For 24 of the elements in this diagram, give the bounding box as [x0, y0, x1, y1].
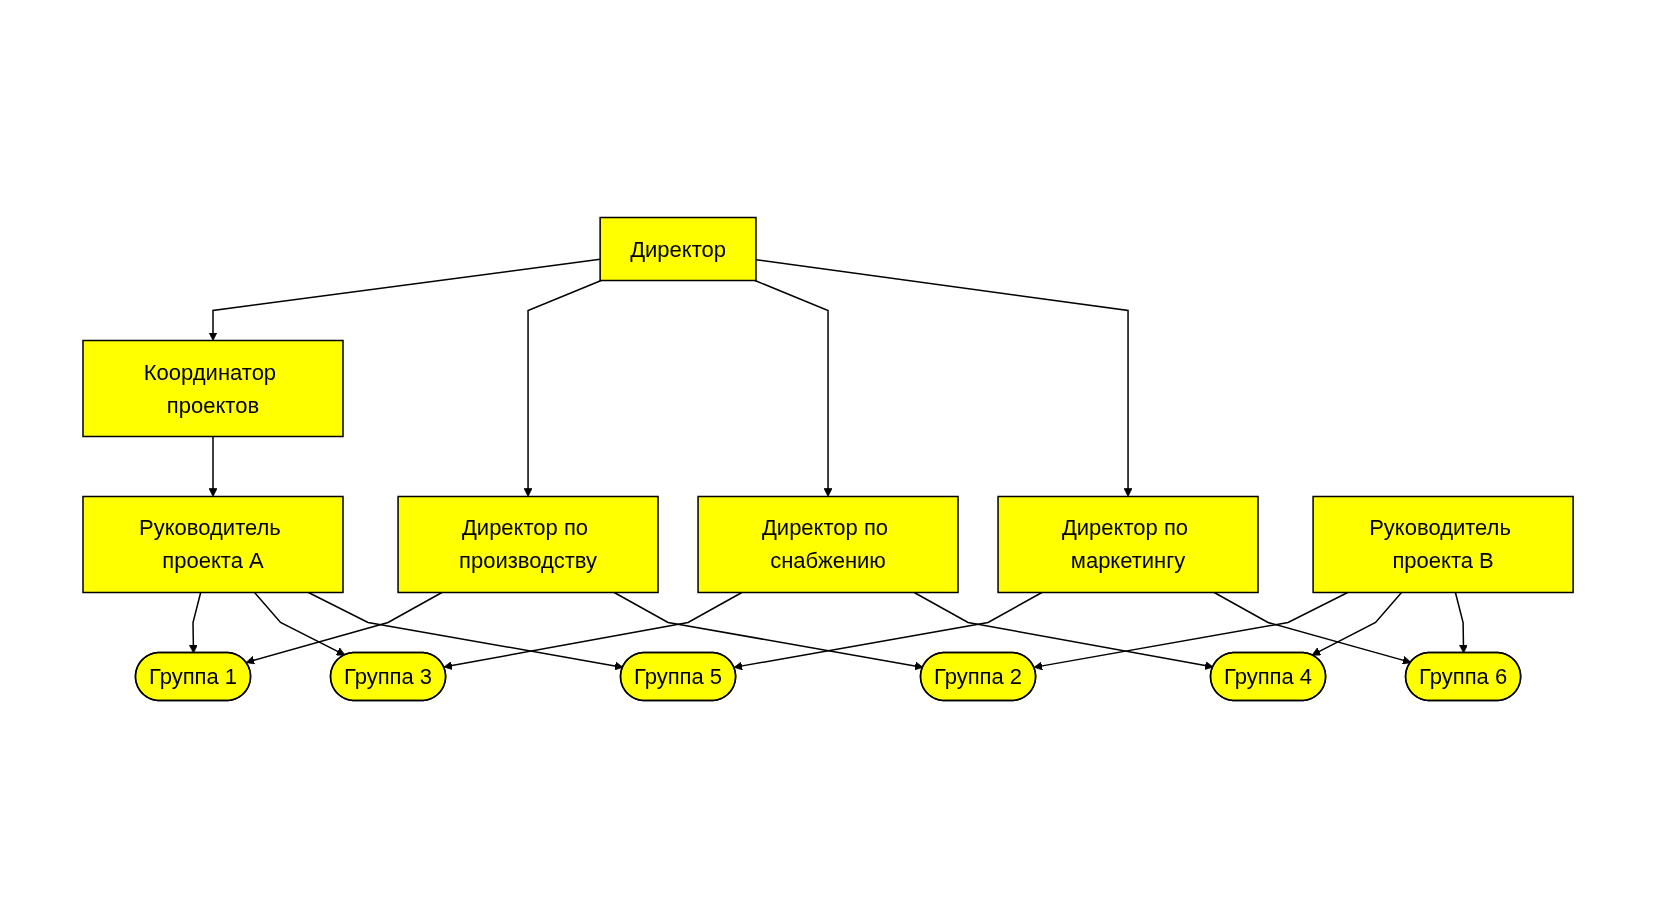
node-box: Директор по снабжению — [697, 495, 959, 594]
arrow — [443, 591, 743, 670]
node-box: Директор — [599, 216, 757, 282]
node-box: Руководитель проекта А — [82, 495, 344, 594]
arrow — [188, 591, 202, 654]
node-box: Координатор проектов — [82, 339, 344, 438]
arrow — [755, 258, 1133, 497]
arrow — [523, 279, 602, 497]
arrow — [754, 279, 833, 497]
arrow — [913, 591, 1214, 670]
arrow — [208, 435, 218, 497]
arrow — [1311, 591, 1403, 656]
arrow — [208, 258, 601, 341]
arrow — [1213, 591, 1412, 665]
node-box: Директор по маркетингу — [997, 495, 1259, 594]
node-box: Директор по производству — [397, 495, 659, 594]
arrow — [1454, 591, 1468, 654]
node-box: Руководитель проекта В — [1312, 495, 1574, 594]
arrow — [245, 591, 443, 665]
arrow — [613, 591, 924, 671]
arrow — [253, 591, 346, 656]
arrow — [733, 591, 1043, 671]
arrow — [307, 591, 624, 671]
arrow — [1033, 591, 1349, 671]
